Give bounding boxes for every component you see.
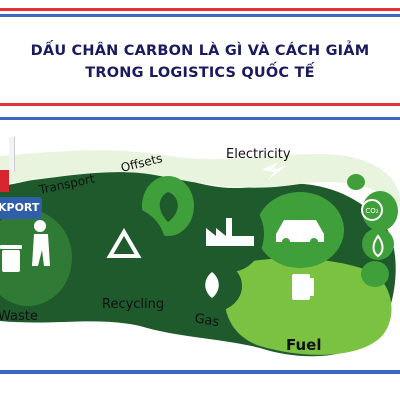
label-recycling: Recycling: [102, 297, 164, 312]
recycle-icon: [106, 228, 142, 258]
top-stripe-red: [0, 8, 400, 11]
label-waste: Waste: [0, 309, 38, 324]
tag-red: [0, 170, 9, 192]
label-fuel: Fuel: [286, 336, 322, 354]
tag-white: [9, 137, 15, 172]
drop-icon: [372, 234, 384, 258]
title-line-2: TRONG LOGISTICS QUỐC TẾ: [85, 65, 315, 81]
car-icon: [276, 220, 324, 246]
bottom-stripe-blue: [0, 370, 400, 374]
fuel-pump-icon: [292, 274, 314, 300]
recycle-patch: [82, 206, 166, 290]
top-stripe-blue: [0, 14, 400, 17]
toe-2: [362, 228, 394, 260]
factory-icon: [206, 218, 254, 246]
export-badge: KPORT: [0, 197, 42, 219]
leaf-icon: [159, 192, 178, 222]
trash-person-icon: [0, 220, 50, 272]
foot-top-band: [0, 150, 400, 206]
fuel-region: [224, 258, 392, 355]
title-line-1: DẤU CHÂN CARBON LÀ GÌ VÀ CÁCH GIẢM: [30, 43, 370, 59]
co2-icon: [361, 199, 383, 221]
mid-stripe-blue: [0, 117, 400, 120]
label-gas: Gas: [193, 311, 220, 330]
carbon-footprint-illustration: Transport Offsets Electricity Waste Recy…: [0, 147, 400, 357]
label-electricity: Electricity: [226, 147, 291, 162]
toe-3: [361, 261, 389, 287]
toe-4: [347, 174, 365, 190]
label-co2: CO₂: [365, 207, 378, 215]
lightning-icon: [262, 162, 286, 180]
page-title: DẤU CHÂN CARBON LÀ GÌ VÀ CÁCH GIẢM TRONG…: [0, 40, 400, 84]
flame-icon: [205, 272, 219, 298]
mid-stripe-red: [0, 103, 400, 106]
